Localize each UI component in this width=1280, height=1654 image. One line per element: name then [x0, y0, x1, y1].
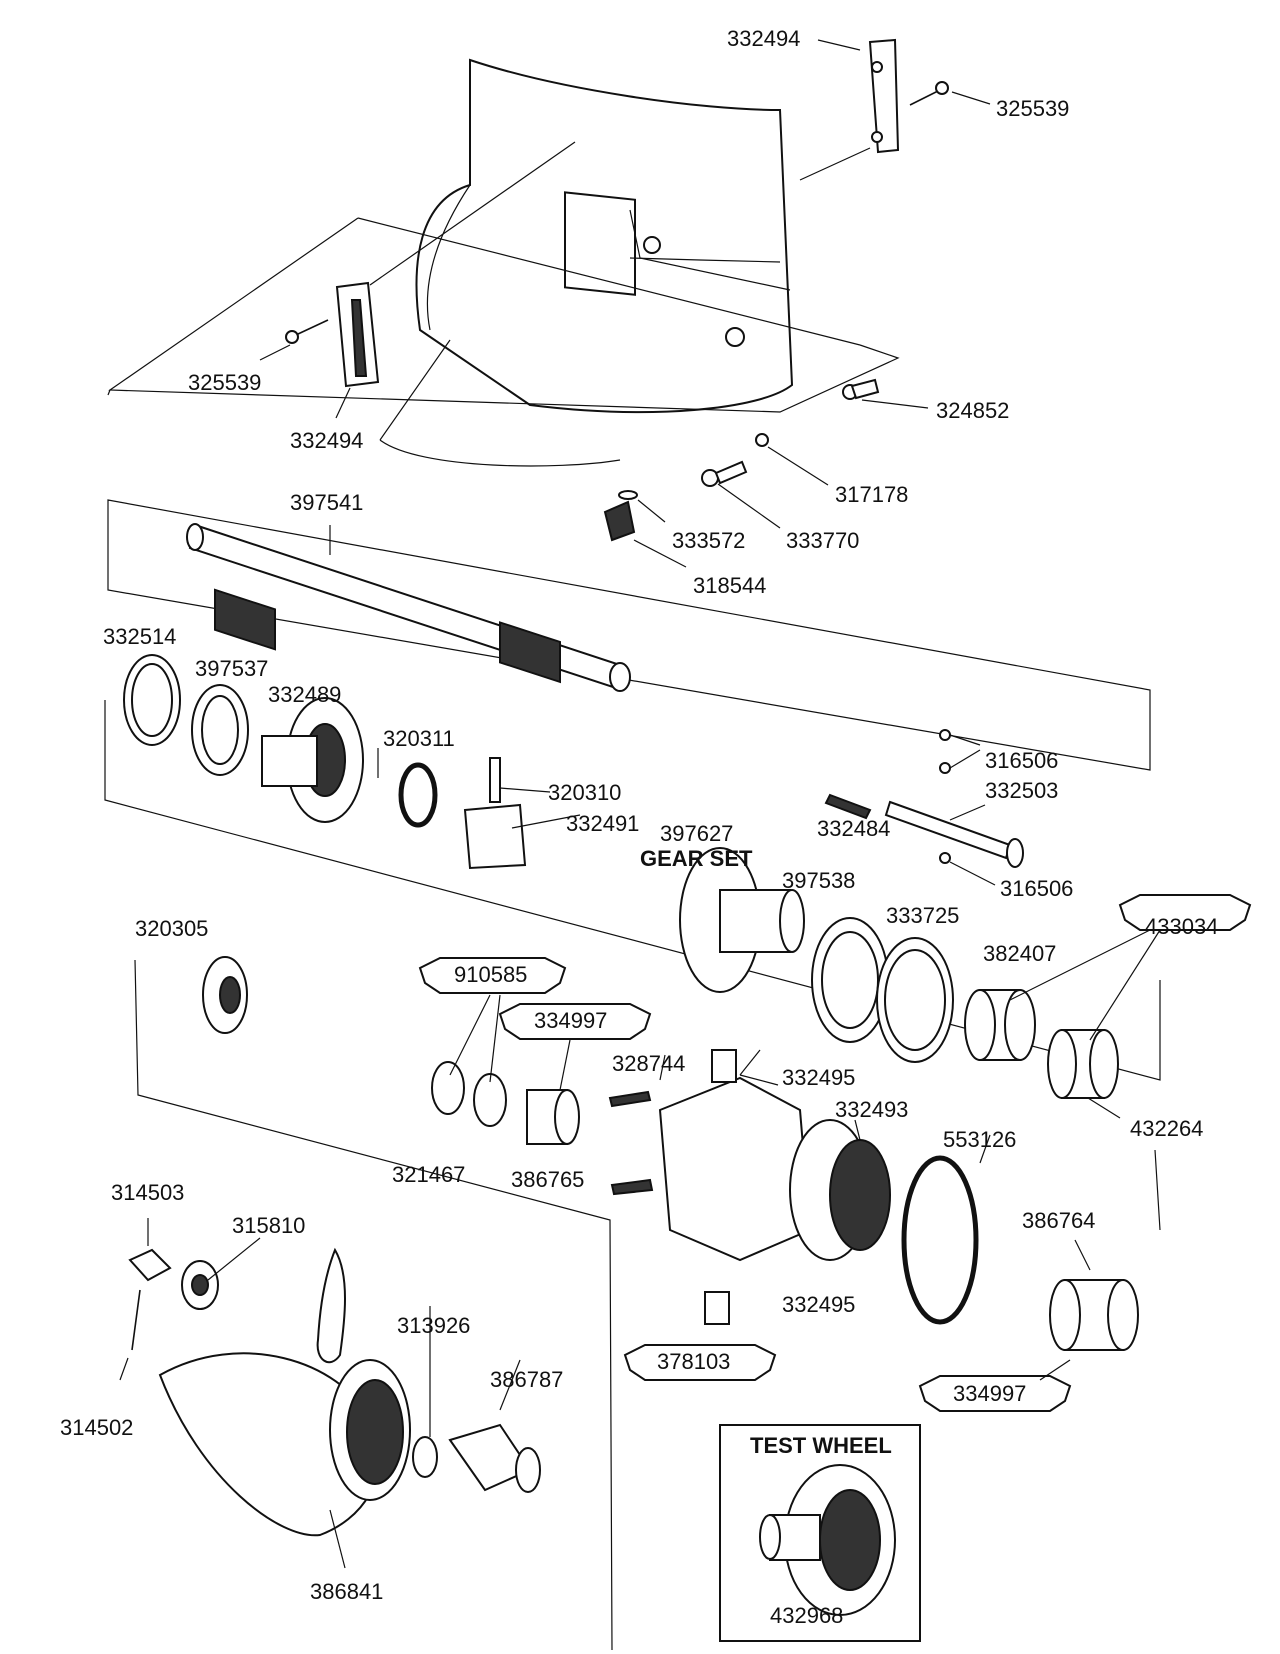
pin-320310	[489, 757, 501, 803]
label-333770: 333770	[786, 528, 859, 553]
label-334997-mid: 334997	[534, 1008, 607, 1033]
label-386787: 386787	[490, 1367, 563, 1392]
label-325539-left: 325539	[188, 370, 261, 395]
label-314503: 314503	[111, 1180, 184, 1205]
label-test-wheel: TEST WHEEL	[750, 1433, 892, 1458]
label-332494-top: 332494	[727, 26, 800, 51]
screw-328744-a	[608, 1090, 652, 1108]
wrench-icon-334997-mid	[498, 1003, 652, 1040]
label-320311: 320311	[383, 726, 455, 751]
label-553126: 553126	[943, 1127, 1016, 1152]
label-gear-set: GEAR SET	[640, 846, 753, 871]
label-333725: 333725	[886, 903, 959, 928]
label-333572: 333572	[672, 528, 745, 553]
wrench-leaders	[449, 929, 1161, 1381]
label-328744: 328744	[612, 1051, 685, 1076]
plug-318544	[603, 490, 687, 568]
label-332494-left: 332494	[290, 428, 363, 453]
bolt-333770	[701, 433, 829, 529]
wrench-icon-433034	[1118, 894, 1252, 931]
reverse-gear-397627	[679, 847, 805, 993]
label-332514: 332514	[103, 624, 176, 649]
wrench-icon-378103	[623, 1344, 777, 1381]
forward-gear-group	[104, 654, 1161, 1081]
label-332503: 332503	[985, 778, 1058, 803]
wrench-icon-910585	[418, 957, 567, 994]
o-ring-553126	[901, 1155, 979, 1325]
label-334997-bottom: 334997	[953, 1381, 1026, 1406]
screw-328744-b	[610, 1178, 654, 1196]
label-332491: 332491	[566, 811, 639, 836]
cotter-pin-314502	[131, 1289, 141, 1351]
trim-tab-bracket-left	[335, 281, 380, 419]
label-316506-bottom: 316506	[1000, 876, 1073, 901]
label-397627: 397627	[660, 821, 733, 846]
bearing-382407	[1004, 989, 1036, 1061]
label-332495-bottom: 332495	[782, 1292, 855, 1317]
spring-332484	[824, 793, 872, 820]
screw-325539-right	[909, 81, 991, 106]
shift-components	[824, 729, 1024, 886]
label-378103: 378103	[657, 1349, 730, 1374]
label-325539-right: 325539	[996, 96, 1069, 121]
test-wheel-box	[719, 1424, 921, 1642]
seal-321467-b	[473, 1073, 507, 1127]
wrench-icon-334997-bottom	[918, 1375, 1072, 1412]
trim-tab-bracket-top	[817, 38, 900, 154]
label-324852: 324852	[936, 398, 1009, 423]
label-433034: 433034	[1145, 914, 1218, 939]
screw-324852	[842, 378, 929, 409]
label-332495-top: 332495	[782, 1065, 855, 1090]
retaining-ring-320311	[398, 762, 438, 828]
label-332484: 332484	[817, 816, 890, 841]
shift-rod-332503	[884, 800, 1012, 860]
propeller-group	[119, 1218, 541, 1569]
label-382407: 382407	[983, 941, 1056, 966]
label-386765: 386765	[511, 1167, 584, 1192]
label-318544: 318544	[693, 573, 766, 598]
label-397541: 397541	[290, 490, 363, 515]
bearing-housing-332493	[658, 1076, 812, 1262]
label-386841: 386841	[310, 1579, 383, 1604]
label-432264: 432264	[1130, 1116, 1203, 1141]
gearcase-housing	[379, 58, 794, 467]
label-317178: 317178	[835, 482, 908, 507]
label-332489: 332489	[268, 682, 341, 707]
label-910585: 910585	[454, 962, 527, 987]
label-432968: 432968	[770, 1603, 843, 1628]
label-386764: 386764	[1022, 1208, 1095, 1233]
clutch-dog-332491	[463, 803, 527, 870]
label-316506-top: 316506	[985, 748, 1058, 773]
spacer-313926	[412, 1436, 438, 1478]
label-320310: 320310	[548, 780, 621, 805]
label-321467: 321467	[392, 1162, 465, 1187]
label-314502: 314502	[60, 1415, 133, 1440]
upper-exploded-box	[107, 141, 900, 413]
label-397538: 397538	[782, 868, 855, 893]
screw-325539-left	[259, 319, 329, 361]
label-313926: 313926	[397, 1313, 470, 1338]
nut-314503	[128, 1248, 172, 1282]
label-397537: 397537	[195, 656, 268, 681]
propeller-shaft	[107, 499, 1151, 771]
bearing-housing-group	[134, 956, 1161, 1651]
bearing-432264	[1089, 1029, 1119, 1099]
right-bearings	[811, 917, 1121, 1119]
retainer-332495-bottom	[704, 1291, 730, 1325]
label-332493: 332493	[835, 1097, 908, 1122]
seal-321467-a	[431, 1061, 465, 1115]
label-320305: 320305	[135, 916, 208, 941]
label-315810: 315810	[232, 1213, 305, 1238]
retainer-332495-top	[711, 1049, 737, 1083]
